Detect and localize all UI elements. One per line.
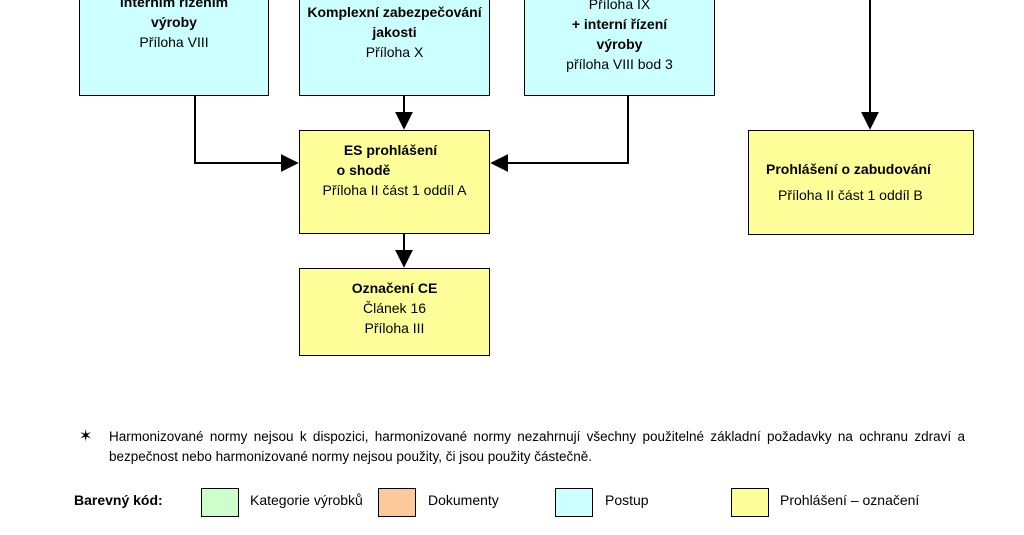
legend-swatch-declaration-marking — [731, 488, 769, 517]
internal-control-line1: interním řízením — [119, 0, 229, 10]
arrow-internal-to-es — [194, 96, 299, 172]
incorporation-annex: Příloha II část 1 oddíl B — [778, 187, 923, 203]
legend-label: Barevný kód: — [74, 492, 163, 508]
unit-verification-annex: Příloha IX — [588, 0, 651, 12]
footnote-text: Harmonizované normy nejsou k dispozici, … — [109, 429, 965, 464]
incorporation-declaration-box: Prohlášení o zabudování Příloha II část … — [748, 130, 974, 235]
unit-verification-box: Příloha IX + interní řízení výroby přílo… — [524, 0, 715, 96]
internal-control-line2: výroby — [151, 14, 197, 30]
quality-assurance-annex: Příloha X — [365, 44, 424, 60]
legend-swatch-procedure — [555, 488, 593, 517]
legend-text-procedure: Postup — [605, 492, 649, 508]
legend-text-product-categories: Kategorie výrobků — [250, 492, 363, 508]
internal-control-box: interním řízením výroby Příloha VIII — [79, 0, 269, 96]
unit-verification-line3: výroby — [596, 36, 643, 52]
asterisk-icon: ✶ — [79, 428, 93, 445]
ce-marking-annex: Příloha III — [364, 320, 425, 336]
internal-control-annex: Příloha VIII — [139, 34, 209, 50]
unit-verification-line4: příloha VIII bod 3 — [566, 56, 673, 72]
arrow-unit-to-es — [490, 96, 629, 172]
legend-text-declaration-marking: Prohlášení – označení — [780, 492, 920, 508]
unit-verification-line2: + interní řízení — [571, 16, 668, 32]
ce-marking-title: Označení CE — [351, 280, 438, 296]
es-declaration-box: ES prohlášení o shodě Příloha II část 1 … — [299, 130, 490, 234]
quality-assurance-box: Komplexní zabezpečování jakosti Příloha … — [299, 0, 490, 96]
legend-text-documents: Dokumenty — [428, 492, 499, 508]
es-declaration-title: ES prohlášení — [343, 142, 438, 158]
ce-marking-article: Článek 16 — [362, 300, 427, 316]
incorporation-title: Prohlášení o zabudování — [766, 161, 931, 177]
ce-marking-box: Označení CE Článek 16 Příloha III — [299, 268, 490, 356]
legend-swatch-product-categories — [201, 488, 239, 517]
es-declaration-subtitle: o shodě — [336, 162, 391, 178]
quality-assurance-line2: jakosti — [372, 24, 417, 40]
quality-assurance-line1: Komplexní zabezpečování — [307, 4, 482, 20]
legend-swatch-documents — [378, 488, 416, 517]
es-declaration-annex: Příloha II část 1 oddíl A — [322, 182, 467, 198]
